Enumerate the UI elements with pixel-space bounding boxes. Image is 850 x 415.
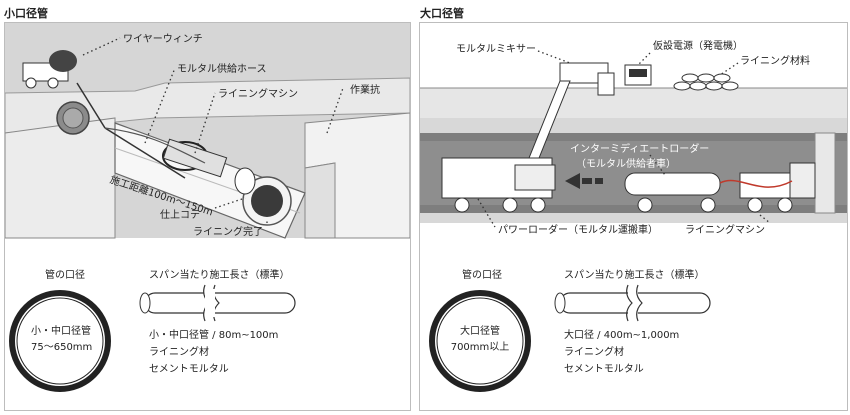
pipe-mouth-inner	[62, 107, 84, 129]
large-surface-band	[420, 88, 847, 118]
callout-lining-complete: ライニング完了	[193, 227, 263, 238]
large-span-break	[626, 284, 633, 322]
small-span-pipe	[144, 292, 296, 314]
small-circle-label-2: 75～650mm	[31, 342, 93, 353]
small-span-pipe-end	[139, 292, 151, 314]
small-spec-line-3: セメントモルタル	[149, 364, 229, 375]
small-panel-title: 小口径管	[4, 7, 48, 20]
lining-material-stack	[673, 73, 739, 91]
winch-drum	[49, 50, 77, 72]
large-circle-label-1: 大口径管	[460, 326, 500, 337]
callout-work-pit: 作業抗	[350, 85, 380, 96]
work-pit-inner	[304, 162, 336, 239]
large-circle-label-2: 700mm以上	[450, 342, 510, 353]
small-diameter-panel: ワイヤーウィンチ モルタル供給ホース ライニングマシン 作業抗 施工距離100m…	[4, 22, 411, 411]
winch-wire	[76, 82, 106, 129]
callout-wire-winch: ワイヤーウィンチ	[123, 34, 203, 45]
large-leader-lines	[477, 50, 771, 228]
power-loader-tank	[514, 164, 556, 191]
small-span-break-2	[213, 284, 220, 322]
large-span-break-2	[636, 284, 643, 322]
small-spec-line-2: ライニング材	[149, 347, 209, 358]
small-span-gap	[205, 289, 215, 317]
callout-intermediate-loader: インターミディエートローダー	[570, 144, 710, 155]
small-spec-line-1: 小・中口径管 / 80m~100m	[149, 330, 279, 341]
generator-panel	[629, 69, 647, 77]
large-spec-line-3: セメントモルタル	[564, 364, 644, 375]
large-diameter-panel: モルタルミキサー 仮設電源（発電機） ライニング材料 インターミディエートローダ…	[419, 22, 848, 411]
intermediate-loader-wheels	[637, 197, 716, 213]
callout-lining-material: ライニング材料	[740, 56, 810, 67]
large-pipe-illustration	[420, 50, 847, 228]
large-span-gap	[628, 289, 638, 317]
lining-machine-head	[789, 162, 816, 199]
callout-mortar-supply-car: （モルタル供給者車）	[576, 159, 676, 170]
power-loader-wheels	[454, 197, 546, 213]
direction-arrow	[565, 173, 603, 189]
intermediate-loader	[624, 172, 721, 196]
small-span-break	[203, 284, 210, 322]
trowel-disc	[234, 167, 256, 195]
lining-machine-wheels	[747, 197, 793, 213]
tunnel-end-wall	[814, 132, 836, 214]
small-leader-lines	[82, 37, 344, 223]
small-pipe-illustration	[5, 23, 410, 239]
mortar-hose-red	[719, 179, 793, 188]
large-diameter-heading: 管の口径	[462, 270, 502, 281]
callout-large-lining-machine: ライニングマシン	[685, 225, 765, 236]
small-span-heading: スパン当たり施工長さ（標準）	[149, 270, 290, 281]
winch-wheel-2	[47, 77, 59, 89]
callout-mortar-mixer: モルタルミキサー	[456, 44, 536, 55]
large-span-pipe	[559, 292, 711, 314]
large-span-pipe-end	[554, 292, 566, 314]
callout-lining-machine: ライニングマシン	[218, 89, 298, 100]
pipe-end-shadow	[251, 185, 283, 217]
left-pit-wall	[5, 117, 116, 239]
callout-power-loader: パワーローダー（モルタル運搬車）	[498, 225, 658, 236]
winch-wire-inside	[104, 127, 186, 179]
small-circle-label-1: 小・中口径管	[31, 326, 91, 337]
large-spec-line-2: ライニング材	[564, 347, 624, 358]
small-diameter-heading: 管の口径	[45, 270, 85, 281]
callout-mortar-hose: モルタル供給ホース	[177, 64, 267, 75]
callout-finishing-trowel: 仕上コテ	[160, 210, 200, 221]
mixer-hopper	[597, 72, 615, 96]
callout-generator: 仮設電源（発電機）	[653, 41, 743, 52]
large-panel-title: 大口径管	[420, 7, 464, 20]
winch-wheel-1	[25, 77, 37, 89]
large-spec-line-1: 大口径 / 400m~1,000m	[564, 330, 680, 341]
mortar-hose	[104, 127, 206, 164]
large-span-heading: スパン当たり施工長さ（標準）	[564, 270, 705, 281]
